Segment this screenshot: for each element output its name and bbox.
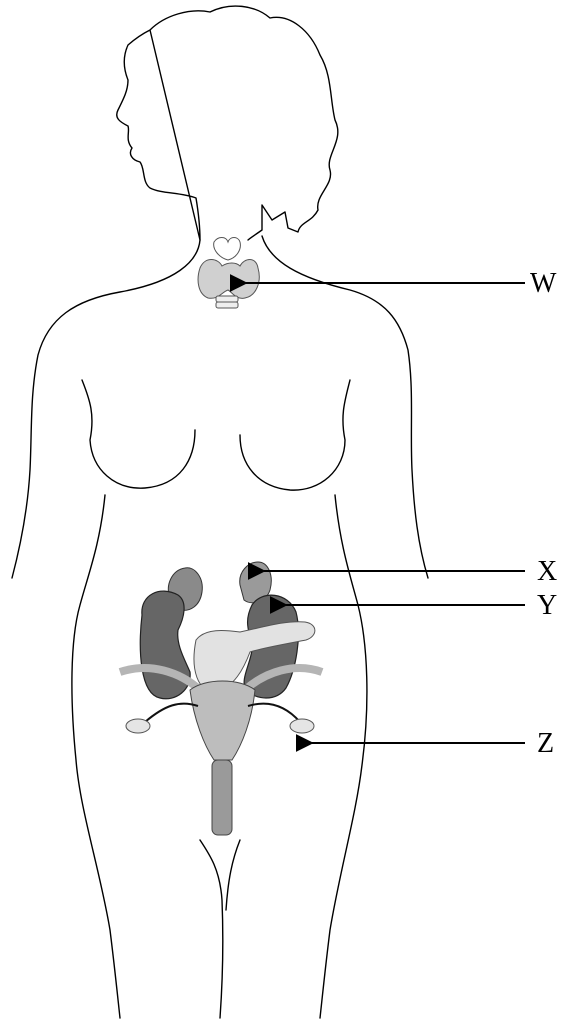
head-outline — [117, 6, 338, 240]
label-x: X — [537, 556, 557, 587]
leg-gap — [200, 840, 240, 1018]
label-w: W — [530, 268, 557, 299]
right-waist — [320, 495, 367, 1018]
label-y: Y — [537, 590, 557, 621]
breast-right — [240, 380, 350, 490]
label-z: Z — [537, 728, 554, 759]
left-waist — [72, 495, 120, 1018]
breast-left — [82, 380, 195, 488]
reproductive-system — [120, 668, 322, 835]
thyroid-gland — [198, 238, 259, 309]
